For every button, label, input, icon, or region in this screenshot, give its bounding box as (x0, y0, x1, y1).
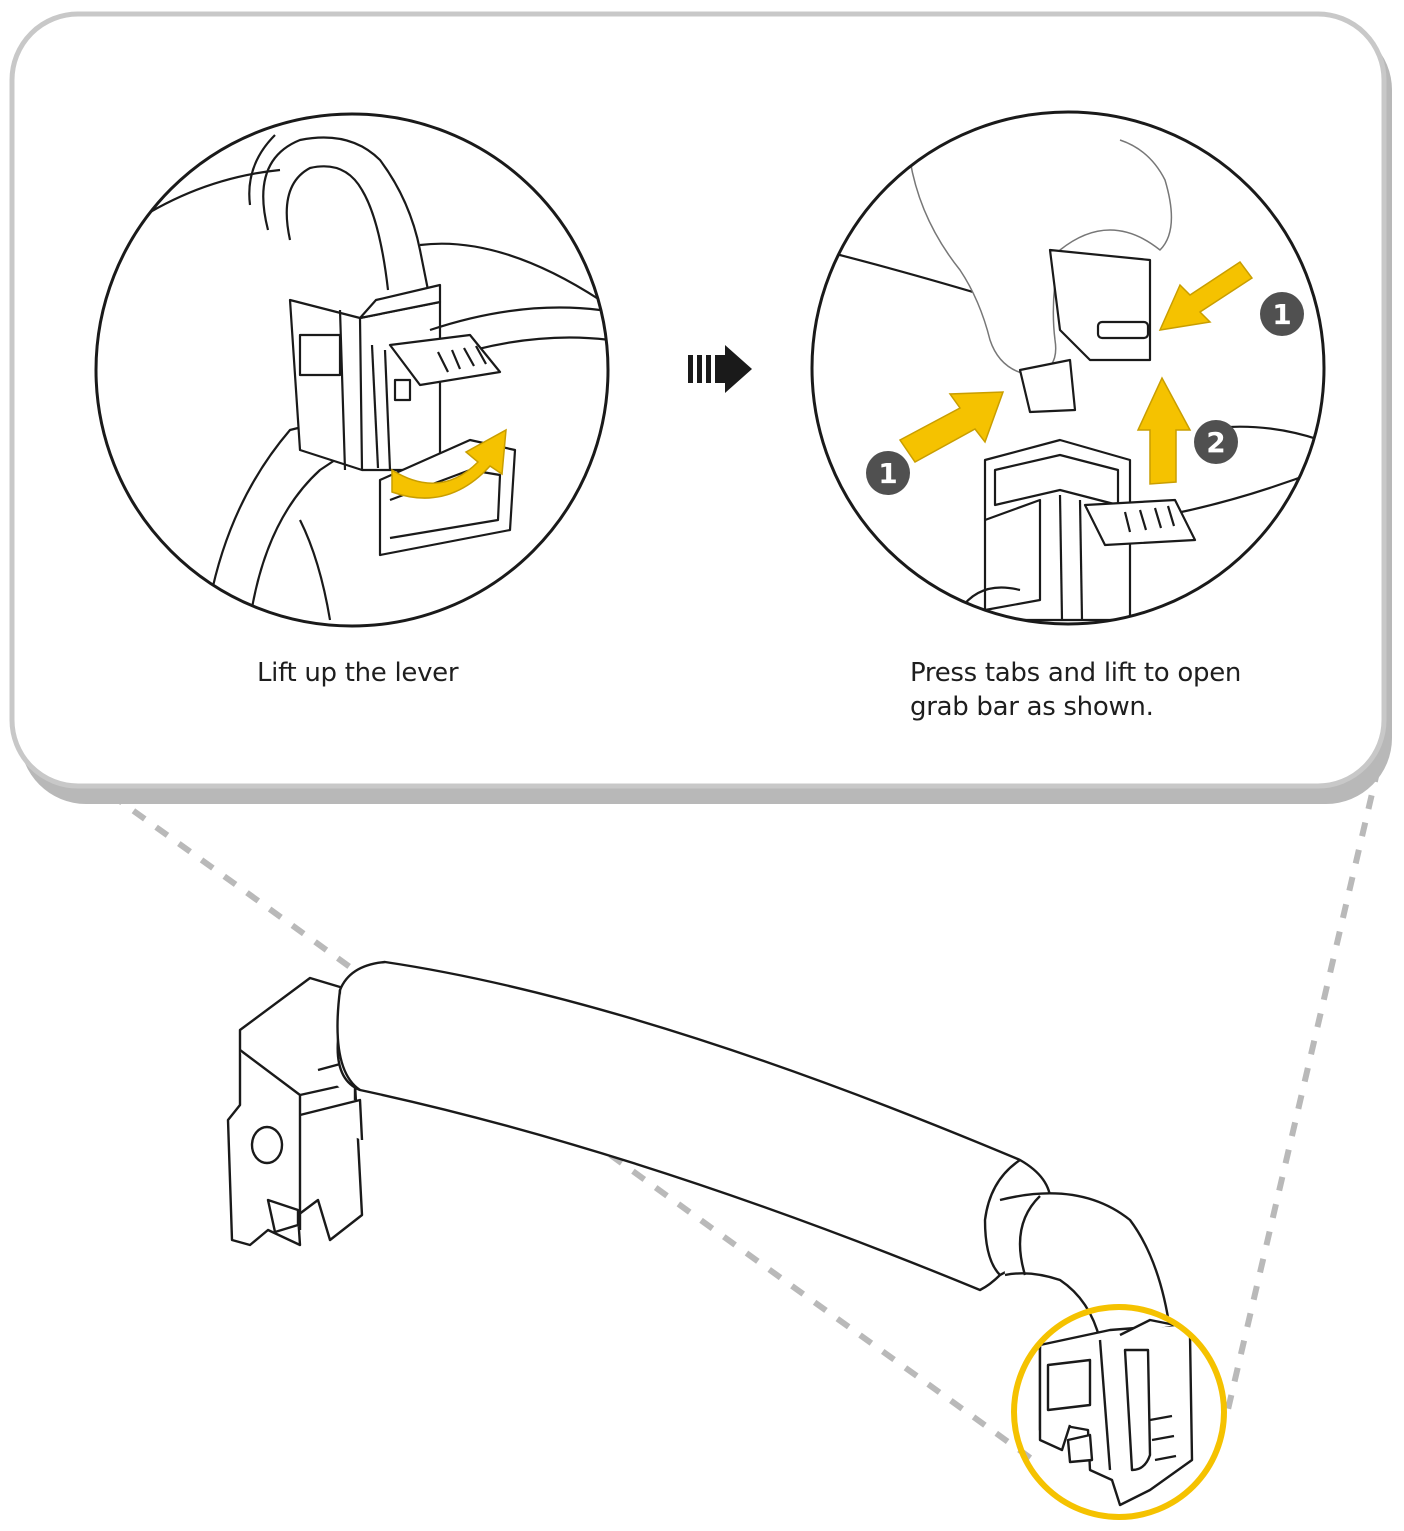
striped-right-arrow-icon (688, 345, 752, 393)
callout-badge-1-left: 1 (866, 451, 910, 495)
callout-number: 1 (878, 457, 897, 490)
grab-bar-illustration (226, 960, 1194, 1507)
callout-badge-2: 2 (1194, 420, 1238, 464)
caption-line: Lift up the lever (257, 658, 459, 688)
callout-number: 1 (1272, 298, 1291, 331)
lift-arrow-icon (391, 428, 507, 499)
callout-badge-1-right: 1 (1260, 292, 1304, 336)
press-arrow-left-icon (898, 391, 1005, 463)
caption-line: Press tabs and lift to open (910, 658, 1242, 688)
callout-number: 2 (1206, 426, 1225, 459)
press-arrow-right-icon (1158, 260, 1254, 331)
caption-line: grab bar as shown. (910, 692, 1154, 722)
step-1-caption: Lift up the lever (257, 656, 459, 690)
step-1-illustration (94, 112, 610, 628)
lift-up-arrow-icon (1136, 376, 1192, 485)
step-2-illustration (810, 110, 1326, 626)
step-2-caption: Press tabs and lift to open grab bar as … (910, 656, 1290, 724)
highlight-circle (1011, 1304, 1227, 1520)
